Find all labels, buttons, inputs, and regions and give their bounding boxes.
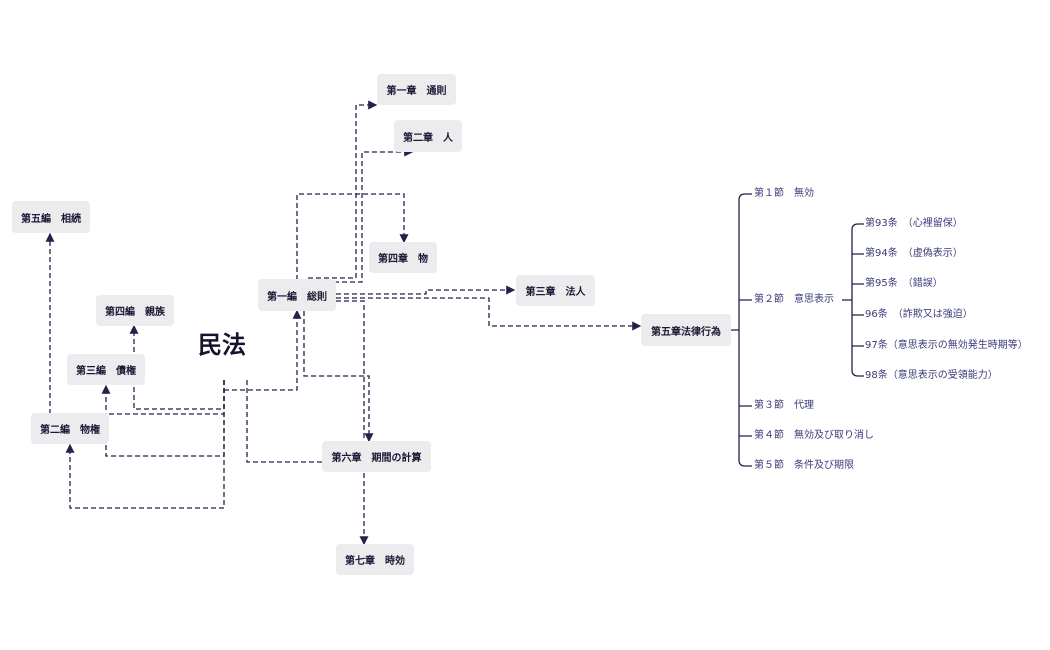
leaf-s4-nullity-rescission[interactable]: 第４節 無効及び取り消し bbox=[754, 430, 874, 441]
connector-part1-to-ch6 bbox=[303, 311, 374, 443]
leaf-s1-nullity[interactable]: 第１節 無効 bbox=[754, 188, 814, 199]
tree-s2-to-articles bbox=[842, 223, 864, 377]
leaf-article-93[interactable]: 第93条 （心裡留保） bbox=[865, 218, 963, 229]
leaf-article-96[interactable]: 96条 （詐欺又は強迫） bbox=[865, 309, 973, 320]
leaf-s3-agency[interactable]: 第３節 代理 bbox=[754, 400, 814, 411]
leaf-article-95[interactable]: 第95条 （錯誤） bbox=[865, 278, 943, 289]
connector-root-to-part3 bbox=[101, 380, 225, 457]
node-ch4-things[interactable]: 第四章 物 bbox=[369, 242, 437, 273]
node-part4-family[interactable]: 第四編 親族 bbox=[96, 295, 174, 326]
node-part5-succession[interactable]: 第五編 相続 bbox=[12, 201, 90, 233]
node-ch3-juridical[interactable]: 第三章 法人 bbox=[516, 275, 595, 306]
node-part1-general[interactable]: 第一編 総則 bbox=[258, 279, 336, 311]
connector-part1-to-ch1 bbox=[308, 100, 378, 279]
root-title: 民法 bbox=[198, 331, 246, 359]
connector-root-to-part2 bbox=[65, 380, 225, 509]
node-ch1-general[interactable]: 第一章 通則 bbox=[377, 74, 456, 105]
connector-part1-to-ch3 bbox=[336, 285, 516, 295]
node-ch6-periods[interactable]: 第六章 期間の計算 bbox=[322, 441, 431, 472]
connector-part1-to-ch5 bbox=[336, 297, 642, 331]
leaf-article-98[interactable]: 98条（意思表示の受領能力） bbox=[865, 370, 998, 381]
connector-part1-to-ch4 bbox=[296, 193, 409, 280]
leaf-s5-conditions-terms[interactable]: 第５節 条件及び期限 bbox=[754, 460, 854, 471]
node-part2-property[interactable]: 第二編 物権 bbox=[31, 413, 109, 444]
connector-root-to-part5 bbox=[45, 232, 225, 415]
connector-root-to-ch6 bbox=[246, 380, 322, 463]
node-part3-obligations[interactable]: 第三編 債権 bbox=[67, 354, 145, 385]
connector-root-to-part1 bbox=[224, 309, 302, 391]
leaf-article-97[interactable]: 97条（意思表示の無効発生時期等） bbox=[865, 340, 1028, 351]
node-ch2-persons[interactable]: 第二章 人 bbox=[394, 120, 462, 152]
leaf-s2-declaration-of-intention[interactable]: 第２節 意思表示 bbox=[754, 294, 834, 305]
node-ch7-prescription[interactable]: 第七章 時効 bbox=[336, 544, 414, 575]
node-ch5-juristic-acts[interactable]: 第五章法律行為 bbox=[641, 314, 731, 346]
leaf-article-94[interactable]: 第94条 （虚偽表示） bbox=[865, 248, 963, 259]
tree-ch5-to-sections bbox=[731, 193, 752, 467]
connector-part1-to-ch2 bbox=[310, 147, 414, 283]
connector-part1-to-ch7 bbox=[336, 300, 369, 546]
